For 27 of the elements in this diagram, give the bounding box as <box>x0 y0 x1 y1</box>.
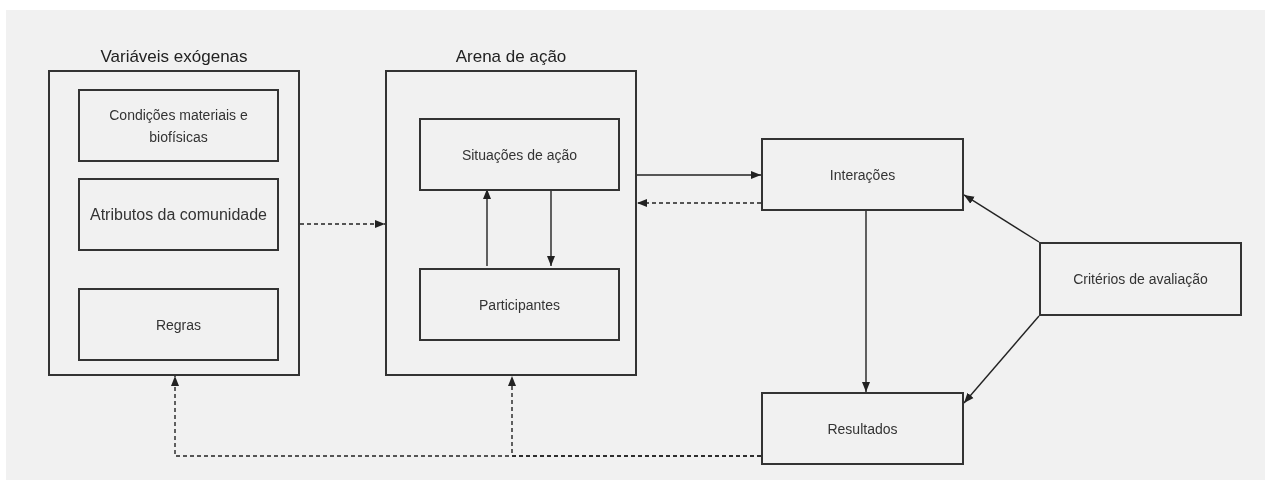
box-label: Participantes <box>479 295 560 315</box>
arrow <box>636 199 762 207</box>
arrow <box>508 375 762 457</box>
arrow <box>547 188 555 267</box>
arrow <box>483 188 491 267</box>
box-label: Interações <box>829 165 896 185</box>
box-label: Condições materiais e biofísicas <box>108 105 249 147</box>
process-box <box>419 268 620 341</box>
process-box <box>761 138 964 211</box>
arrow <box>862 210 870 393</box>
arrow <box>963 315 1040 404</box>
process-box <box>761 392 964 465</box>
arrow <box>636 171 762 179</box>
process-box <box>1039 242 1242 316</box>
box-label: Regras <box>155 315 202 335</box>
box-label: Situações de ação <box>461 145 578 165</box>
box-label: Critérios de avaliação <box>1073 270 1208 289</box>
box-heading: Variáveis exógenas <box>100 46 248 68</box>
process-box <box>78 288 279 361</box>
arrow <box>963 194 1040 243</box>
process-box <box>78 178 279 251</box>
box-label: Resultados <box>827 419 898 439</box>
arrow <box>299 220 386 228</box>
process-box <box>419 118 620 191</box>
box-label: Atributos da comunidade <box>90 204 267 225</box>
process-box <box>78 89 279 162</box>
box-heading: Arena de ação <box>455 46 567 68</box>
